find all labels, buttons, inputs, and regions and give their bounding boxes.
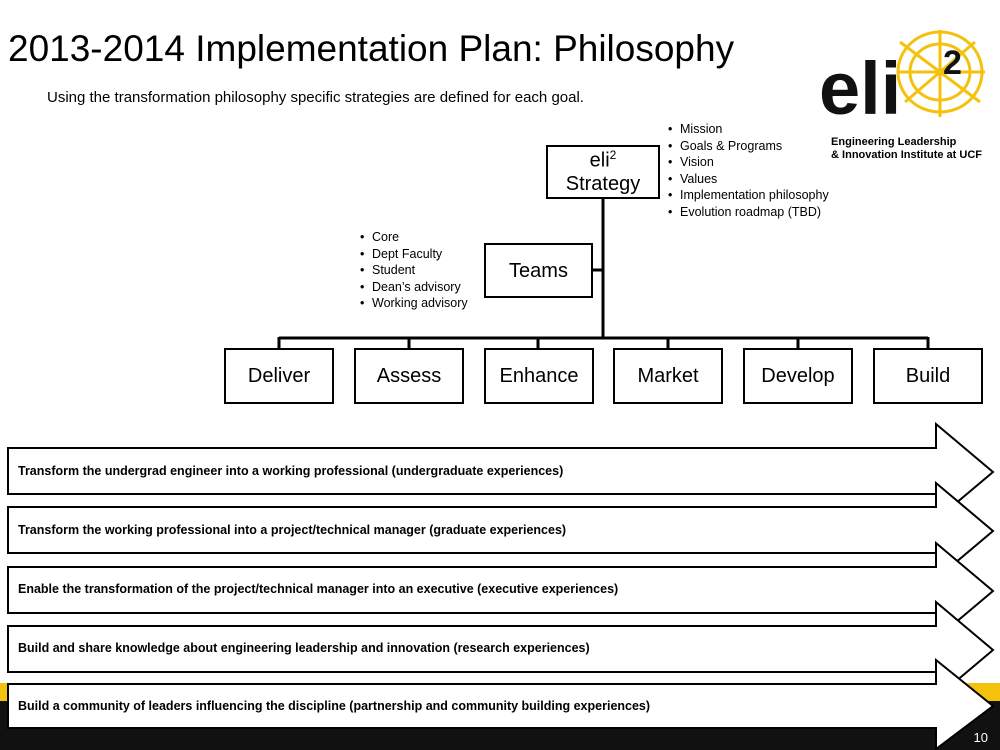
logo-org-line1: Engineering Leadership	[831, 136, 957, 148]
eli2-logo: eli 2	[819, 30, 985, 130]
list-item: Dept Faculty	[360, 246, 468, 263]
list-item: Implementation philosophy	[668, 187, 829, 204]
strategy-box: eli2 Strategy	[546, 145, 660, 199]
teams-box: Teams	[484, 243, 593, 298]
transformation-text-1: Transform the undergrad engineer into a …	[18, 464, 564, 478]
strategy-bullet-list: Mission Goals & Programs Vision Values I…	[668, 121, 829, 221]
goal-box-enhance: Enhance	[484, 348, 594, 404]
list-item: Student	[360, 262, 468, 279]
logo-superscript: 2	[943, 44, 962, 82]
list-item: Dean’s advisory	[360, 279, 468, 296]
transformation-text-2: Transform the working professional into …	[18, 523, 567, 537]
slide-subtitle: Using the transformation philosophy spec…	[47, 89, 584, 106]
list-item: Working advisory	[360, 295, 468, 312]
goal-box-develop: Develop	[743, 348, 853, 404]
goal-box-market: Market	[613, 348, 723, 404]
transformation-arrow-3	[7, 540, 995, 639]
slide-title: 2013-2014 Implementation Plan: Philosoph…	[8, 28, 735, 69]
page-number: 10	[973, 730, 988, 745]
goal-box-assess: Assess	[354, 348, 464, 404]
list-item: Core	[360, 229, 468, 246]
logo-sunburst	[896, 30, 985, 117]
logo-org-line2: & Innovation Institute at UCF	[831, 148, 982, 161]
transformation-arrow-2	[7, 480, 995, 579]
transformation-text-4: Build and share knowledge about engineer…	[18, 641, 590, 655]
list-item: Evolution roadmap (TBD)	[668, 204, 829, 221]
transformation-text-5: Build a community of leaders influencing…	[18, 699, 651, 713]
transformation-text-3: Enable the transformation of the project…	[18, 582, 619, 596]
list-item: Goals & Programs	[668, 138, 829, 155]
goal-box-build: Build	[873, 348, 983, 404]
logo-wordmark: eli	[819, 47, 901, 130]
list-item: Vision	[668, 154, 829, 171]
org-chart-connectors	[277, 199, 930, 350]
list-item: Mission	[668, 121, 829, 138]
transformation-arrow-1	[7, 421, 995, 520]
logo-org-name: Engineering Leadership & Innovation Inst…	[831, 136, 982, 161]
teams-bullet-list: Core Dept Faculty Student Dean’s advisor…	[360, 229, 468, 312]
transformation-arrow-5	[7, 658, 995, 750]
list-item: Values	[668, 171, 829, 188]
goal-box-deliver: Deliver	[224, 348, 334, 404]
strategy-box-line1: eli2	[589, 147, 617, 172]
transformation-arrow-4	[7, 599, 995, 698]
strategy-box-line2: Strategy	[565, 173, 641, 196]
